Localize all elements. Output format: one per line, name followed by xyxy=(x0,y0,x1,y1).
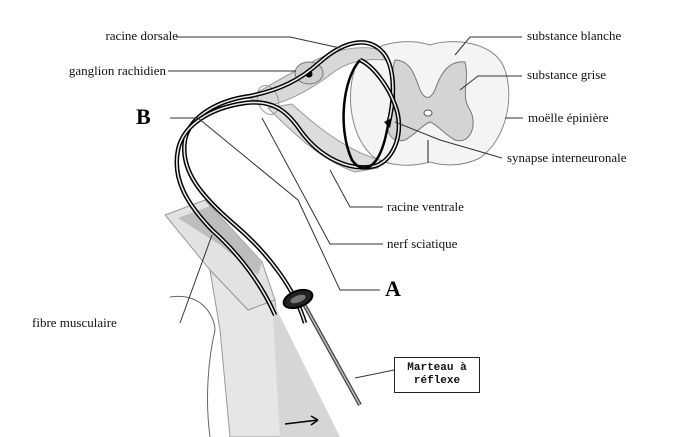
label-substance-blanche: substance blanche xyxy=(527,29,621,42)
leader-racine-ventrale xyxy=(330,170,383,207)
label-moelle-epiniere: moëlle épinière xyxy=(528,111,609,124)
label-fibre-musculaire: fibre musculaire xyxy=(32,316,117,329)
leader-racine-dorsale xyxy=(176,37,340,48)
letter-a: A xyxy=(385,278,401,300)
central-canal xyxy=(424,110,432,116)
label-marteau-line2: réflexe xyxy=(414,375,460,388)
leader-marteau xyxy=(355,370,394,378)
label-substance-grise: substance grise xyxy=(527,68,606,81)
label-marteau-box: Marteau à réflexe xyxy=(394,357,480,393)
label-nerf-sciatique: nerf sciatique xyxy=(387,237,457,250)
label-ganglion-rachidien: ganglion rachidien xyxy=(69,64,166,77)
letter-b: B xyxy=(136,106,151,128)
label-synapse-interneuronale: synapse interneuronale xyxy=(507,151,626,164)
label-marteau-line1: Marteau à xyxy=(407,362,466,375)
label-racine-ventrale: racine ventrale xyxy=(387,200,464,213)
thigh-outline xyxy=(170,296,215,437)
label-racine-dorsale: racine dorsale xyxy=(105,29,178,42)
